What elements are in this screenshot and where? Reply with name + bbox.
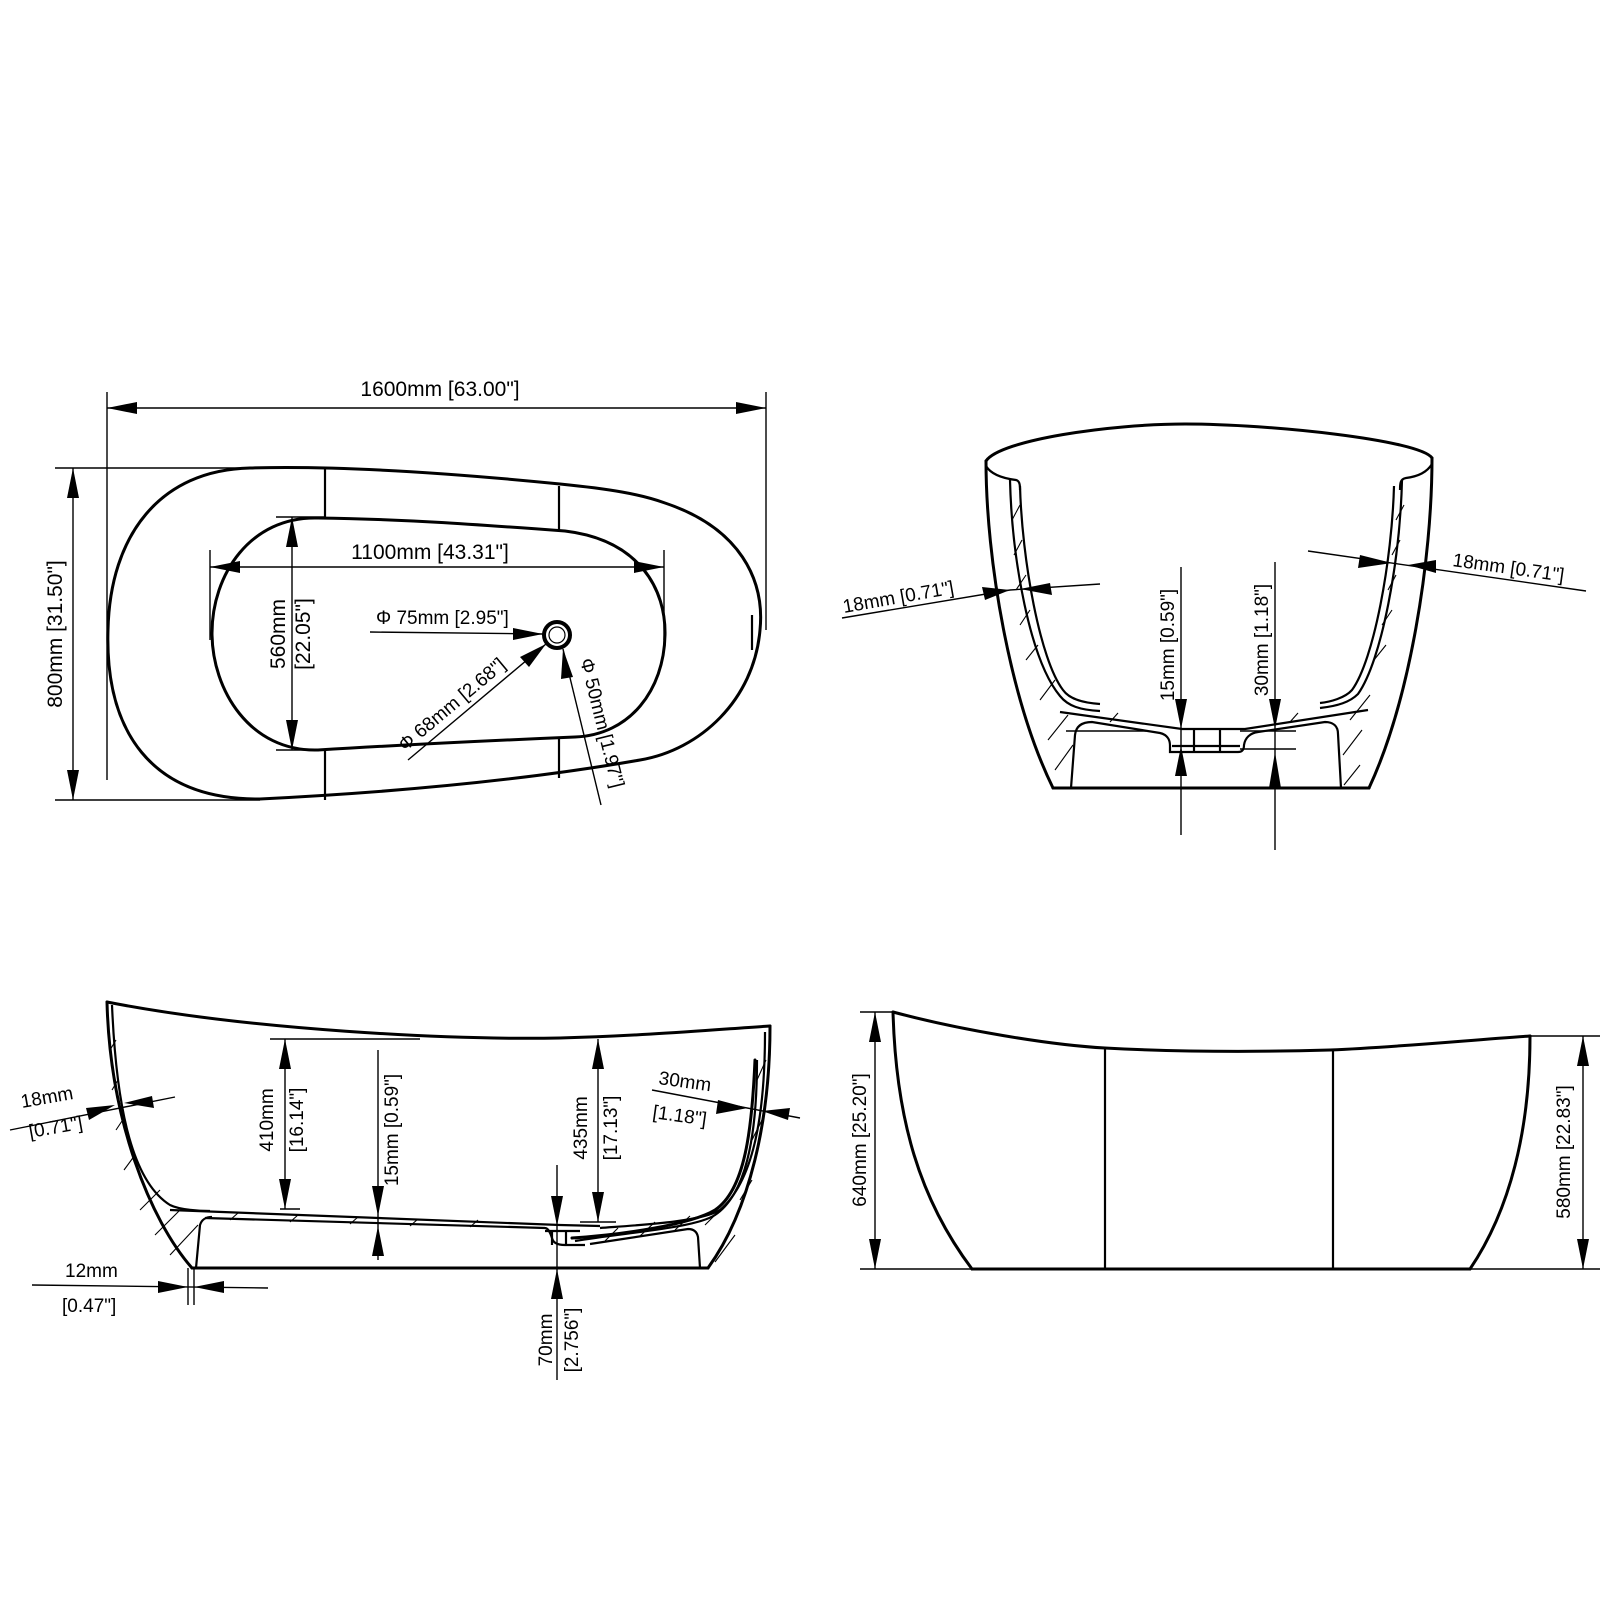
elevation-height-low-label: 580mm [22.83"]	[1554, 1085, 1575, 1218]
side-wall-mm-label: 18mm	[19, 1083, 75, 1113]
side-base-edge-in-label: [0.47"]	[62, 1296, 116, 1317]
end-wall-right-label: 18mm [0.71"]	[1451, 550, 1565, 586]
side-floor-label: 15mm [0.59"]	[382, 1074, 403, 1186]
overall-width-label: 800mm [31.50"]	[44, 560, 67, 708]
inner-length-label: 1100mm [43.31"]	[351, 541, 509, 564]
side-drain-height-in-label: [2.756"]	[562, 1308, 583, 1373]
end-wall-left-label: 18mm [0.71"]	[841, 578, 955, 618]
side-section-view: 18mm [0.71"] 410mm [16.14"] 15mm [0.59"]…	[9, 1000, 801, 1380]
section-hatch	[109, 1039, 767, 1263]
side-base-edge-mm-label: 12mm	[65, 1261, 118, 1282]
drain-icon	[542, 620, 572, 650]
side-drain-height-mm-label: 70mm	[536, 1314, 557, 1367]
side-depth-435-mm-label: 435mm	[571, 1096, 592, 1159]
section-hatch	[1011, 504, 1405, 786]
side-elevation-view: 640mm [25.20"] 580mm [22.83"]	[850, 1010, 1600, 1271]
inner-width-mm-label: 560mm	[267, 599, 290, 669]
plan-inner-outline	[210, 516, 667, 752]
plan-outer-outline	[106, 466, 763, 801]
overflow-dia-label: Φ 75mm [2.95"]	[376, 608, 509, 629]
side-depth-410-mm-label: 410mm	[257, 1088, 278, 1151]
end-section-view: 18mm [0.71"] 18mm [0.71"] 15mm [0.59"] 3…	[841, 422, 1587, 850]
side-wall-in-label: [0.71"]	[27, 1113, 84, 1143]
side-depth-410-in-label: [16.14"]	[287, 1088, 308, 1153]
plan-view: 1600mm [63.00"] 800mm [31.50"] 1100mm [4…	[44, 378, 767, 806]
end-floor-thickness-label: 15mm [0.59"]	[1158, 589, 1179, 701]
side-depth-435-in-label: [17.13"]	[601, 1096, 622, 1161]
elevation-height-high-label: 640mm [25.20"]	[850, 1073, 871, 1206]
side-overflow-wall-in-label: [1.18"]	[651, 1102, 708, 1130]
end-drain-depth-label: 30mm [1.18"]	[1252, 584, 1273, 696]
drain-inner-icon	[548, 626, 566, 644]
overall-length-label: 1600mm [63.00"]	[360, 378, 519, 401]
inner-width-in-label: [22.05"]	[292, 598, 315, 670]
